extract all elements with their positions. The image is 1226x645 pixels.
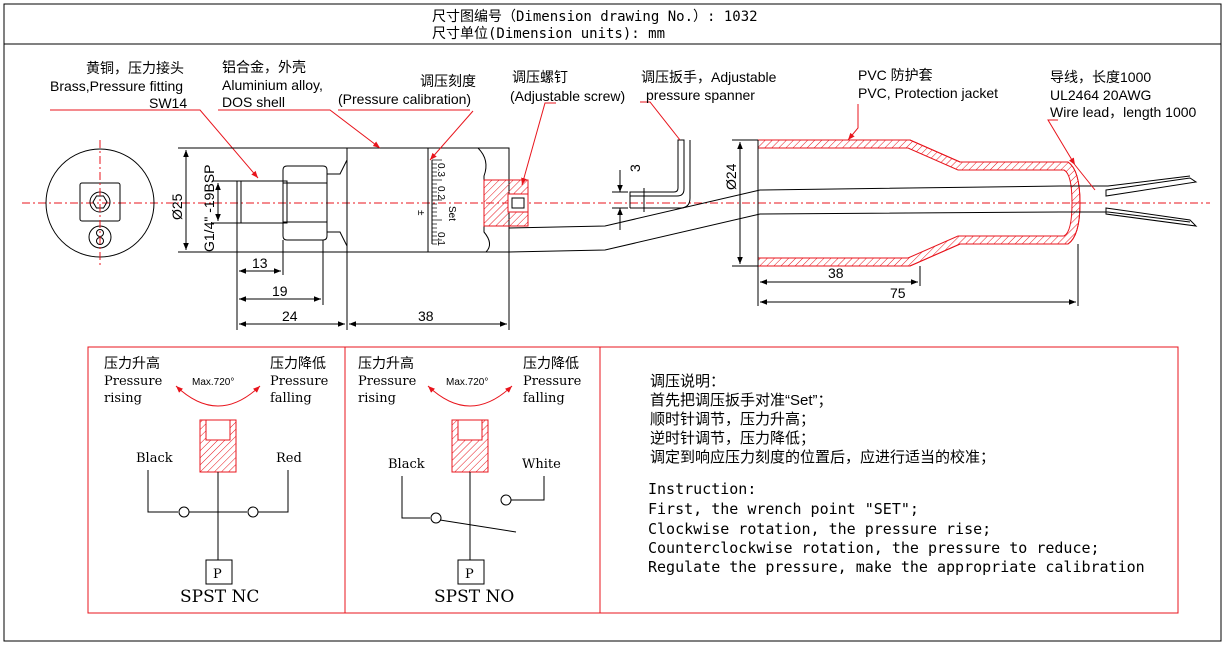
nc-max: Max.720° bbox=[192, 377, 234, 388]
dim-pvc75: 75 bbox=[890, 285, 906, 301]
dim-24: 24 bbox=[282, 308, 298, 324]
adjust-spanner bbox=[629, 139, 691, 212]
nc-rise-en1: Pressure bbox=[104, 374, 163, 389]
dim-38: 38 bbox=[418, 308, 434, 324]
thread-fitting bbox=[236, 180, 288, 224]
label-spanner-cn: 调压扳手，Adjustable bbox=[641, 69, 777, 85]
no-type: SPST NO bbox=[434, 587, 514, 607]
label-brass-en: Brass,Pressure fitting bbox=[50, 78, 183, 94]
nc-left-wire: Black bbox=[136, 451, 173, 466]
label-wire-model: UL2464 20AWG bbox=[1050, 87, 1151, 103]
instr-en-3: Counterclockwise rotation, the pressure … bbox=[648, 539, 1100, 557]
label-alu-en2: DOS shell bbox=[222, 94, 285, 110]
instr-en-4: Regulate the pressure, make the appropri… bbox=[648, 558, 1145, 576]
no-max: Max.720° bbox=[446, 377, 488, 388]
scale-mark-2: 0.2 bbox=[435, 186, 446, 200]
no-left-wire: Black bbox=[388, 457, 425, 472]
nc-rise-cn: 压力升高 bbox=[104, 355, 160, 371]
dim-dia24: Ø24 bbox=[723, 163, 739, 190]
outer-frame bbox=[3, 3, 1222, 642]
label-sw: SW14 bbox=[149, 95, 187, 111]
instr-en-0: Instruction: bbox=[648, 480, 756, 498]
instructions: 调压说明： 首先把调压扳手对准“Set”； 顺时针调节，压力升高； 逆时针调节，… bbox=[648, 373, 1145, 576]
label-screw-cn: 调压螺钉 bbox=[512, 69, 568, 85]
scale-mark-3: 0.1 bbox=[435, 232, 446, 246]
instr-cn-4: 调定到响应压力刻度的位置后，应进行适当的校准； bbox=[650, 448, 995, 466]
no-rise-en1: Pressure bbox=[358, 374, 417, 389]
nc-type: SPST NC bbox=[180, 587, 259, 607]
no-fall-en1: Pressure bbox=[523, 374, 582, 389]
panel-spst-nc: 压力升高 Pressure rising 压力降低 Pressure falli… bbox=[104, 355, 329, 607]
label-wire-en: Wire lead，length 1000 bbox=[1050, 104, 1197, 120]
nc-right-wire: Red bbox=[276, 451, 302, 466]
dim-d25: Ø25 bbox=[169, 193, 185, 220]
nc-fall-en2: falling bbox=[270, 391, 312, 406]
instr-en-2: Clockwise rotation, the pressure rise; bbox=[648, 520, 991, 538]
label-wire-cn: 导线，长度1000 bbox=[1050, 69, 1151, 85]
pressure-scale: 0.3 0.2 0.1 Set ± bbox=[415, 159, 457, 246]
no-p: P bbox=[465, 567, 474, 582]
dim-19: 19 bbox=[272, 283, 288, 299]
instr-cn-3: 逆时针调节，压力降低； bbox=[650, 430, 815, 447]
instr-en-1: First, the wrench point "SET"; bbox=[648, 500, 919, 518]
pvc-jacket bbox=[757, 139, 1081, 267]
cable-lower bbox=[508, 211, 1061, 253]
header-line-2: 尺寸单位(Dimension units): mm bbox=[432, 26, 665, 42]
label-alu-cn: 铝合金，外壳 bbox=[222, 59, 306, 75]
nc-fall-en1: Pressure bbox=[270, 374, 329, 389]
bottom-panels bbox=[87, 346, 1179, 614]
scale-mark-1: 0.3 bbox=[435, 163, 446, 177]
dimensions: Ø25 G1/4" -19BSP 13 19 24 38 3 Ø24 bbox=[169, 139, 1079, 330]
label-spanner-en: pressure spanner bbox=[646, 87, 755, 103]
label-pvc-en: PVC, Protection jacket bbox=[858, 85, 998, 101]
instr-cn-0: 调压说明： bbox=[650, 373, 725, 390]
label-alu-en1: Aluminium alloy, bbox=[222, 77, 323, 93]
dim-thread: G1/4" -19BSP bbox=[201, 165, 217, 252]
label-calib-en: (Pressure calibration) bbox=[338, 91, 471, 107]
svg-text:±: ± bbox=[415, 210, 426, 216]
no-rise-en2: rising bbox=[358, 391, 396, 406]
instr-cn-2: 顺时针调节，压力升高； bbox=[650, 411, 815, 428]
label-pvc-cn: PVC 防护套 bbox=[858, 67, 933, 83]
nc-fall-cn: 压力降低 bbox=[270, 355, 326, 371]
nc-rise-en2: rising bbox=[104, 391, 142, 406]
label-screw-en: (Adjustable screw) bbox=[510, 88, 625, 104]
switch-body: 0.3 0.2 0.1 Set ± bbox=[236, 147, 1061, 253]
no-fall-cn: 压力降低 bbox=[523, 355, 579, 371]
header-line-1: 尺寸图编号（Dimension drawing No.）: 1032 bbox=[432, 9, 758, 25]
label-brass-cn: 黄铜，压力接头 bbox=[86, 60, 184, 76]
cable-upper bbox=[508, 185, 1061, 229]
dim-3: 3 bbox=[627, 164, 643, 172]
wire-leads bbox=[1060, 175, 1198, 227]
nc-p: P bbox=[213, 567, 222, 582]
instr-cn-1: 首先把调压扳手对准“Set”； bbox=[650, 392, 833, 409]
no-rise-cn: 压力升高 bbox=[358, 355, 414, 371]
label-calib-cn: 调压刻度 bbox=[420, 73, 476, 89]
dim-pvc38: 38 bbox=[828, 265, 844, 281]
panel-spst-no: 压力升高 Pressure rising 压力降低 Pressure falli… bbox=[358, 355, 582, 607]
no-fall-en2: falling bbox=[523, 391, 565, 406]
dim-13: 13 bbox=[252, 255, 268, 271]
no-right-wire: White bbox=[522, 457, 561, 472]
scale-set-label: Set bbox=[446, 206, 457, 221]
leaders bbox=[50, 101, 1096, 191]
end-view bbox=[45, 140, 155, 268]
